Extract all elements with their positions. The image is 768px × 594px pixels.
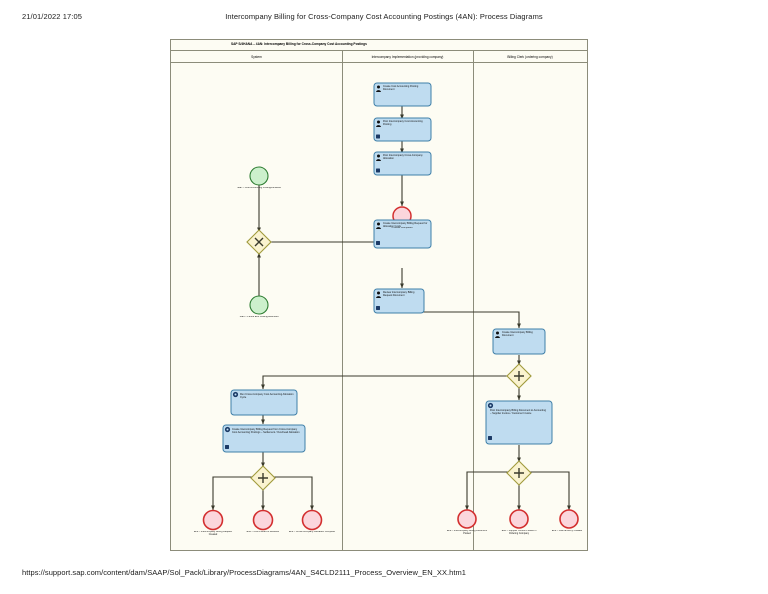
lane-header-billing-clerk: Billing Clerk (ordering company): [473, 51, 587, 63]
user-task-icon: [495, 331, 500, 338]
start-event-cost-postings[interactable]: [249, 166, 269, 186]
subprocess-marker-icon: [376, 134, 380, 139]
task-post-ic-cost-posting[interactable]: [373, 117, 432, 142]
subprocess-marker-icon: [225, 445, 229, 449]
end-event-request-created[interactable]: [202, 509, 224, 531]
lane-label-billing-clerk: Billing Clerk (ordering company): [507, 54, 553, 59]
subprocess-marker-icon: [376, 306, 380, 310]
task-create-request-from-postings[interactable]: [222, 424, 306, 453]
task-create-ic-billing-request[interactable]: [373, 219, 432, 249]
event-label: End – Journal Entry Created: [551, 530, 583, 532]
end-event-supplier-invoice-posted[interactable]: [509, 509, 529, 529]
task-run-allocation-cycle[interactable]: [230, 389, 298, 416]
subprocess-marker-icon: [376, 168, 380, 173]
lane-label-overhead-accountant: Intercompany Implementation (providing c…: [371, 54, 444, 59]
task-label: Create Cost Accounting Posting Document: [383, 85, 419, 91]
lane-divider-1: [342, 51, 343, 550]
task-label: Post Intercompany Cost Accounting Postin…: [383, 120, 423, 126]
gateway-parallel-split-right[interactable]: [506, 460, 532, 486]
lane-header-overhead-accountant: Intercompany Implementation (providing c…: [342, 51, 473, 63]
task-create-ic-billing-document[interactable]: [492, 328, 546, 355]
task-label: Create Intercompany Billing Document: [502, 331, 533, 337]
service-task-gear-icon: [487, 402, 494, 409]
task-post-ic-cross-company-allocation[interactable]: [373, 151, 432, 176]
print-footer-url: https://support.sap.com/content/dam/SAAP…: [22, 568, 467, 577]
end-event-billing-doc-posted[interactable]: [457, 509, 477, 529]
print-date: 21/01/2022 17:05: [22, 12, 82, 21]
event-label: Process Completed: [391, 227, 413, 229]
task-label: Create Intercompany Billing Request for …: [383, 222, 428, 228]
sequence-flows: [211, 106, 571, 511]
user-task-icon: [376, 154, 381, 161]
event-label: Start – Period End Closing Executed: [239, 316, 279, 318]
pool-title-bar: SAP S/4HANA – 4AN: Intercompany Billing …: [171, 40, 587, 51]
subprocess-marker-icon: [488, 436, 492, 440]
lane-divider-2: [473, 51, 474, 550]
task-label: Review Intercompany Billing Request Docu…: [383, 291, 415, 297]
event-label: Start – Cost Accounting Postings Entered: [237, 187, 281, 189]
gateway-parallel-join-right[interactable]: [506, 363, 532, 389]
user-task-icon: [376, 85, 381, 92]
service-task-gear-icon: [224, 426, 231, 433]
lane-label-system: System: [251, 54, 262, 59]
event-label: End – Cross-Company Allocation Complete: [289, 531, 335, 533]
bpmn-diagram: SAP S/4HANA – 4AN: Intercompany Billing …: [170, 39, 588, 551]
service-task-gear-icon: [232, 391, 239, 398]
print-document-title: Intercompany Billing for Cross-Company C…: [225, 12, 543, 21]
task-post-ic-billing-to-accounting[interactable]: [485, 400, 553, 445]
task-label: Create Intercompany Billing Request from…: [232, 428, 300, 434]
event-label: End – Intercompany Billing Document Post…: [447, 530, 487, 535]
subprocess-marker-icon: [376, 241, 380, 245]
print-header: 21/01/2022 17:05 Intercompany Billing fo…: [0, 12, 768, 26]
event-label: End – Cost Posted to Receiver: [246, 531, 280, 533]
end-event-allocation-complete[interactable]: [301, 509, 323, 531]
end-event-cost-posted[interactable]: [252, 509, 274, 531]
start-event-period-end[interactable]: [249, 295, 269, 315]
diagram-canvas: [202, 82, 579, 531]
task-label: Post Intercompany Billing Document to Ac…: [490, 409, 547, 415]
shape-icons: [224, 85, 500, 449]
event-label: End – Intercompany Billing Request Creat…: [193, 531, 232, 536]
end-event-journal-entry-created[interactable]: [559, 509, 579, 529]
task-label: Run Cross-Company Cost Accounting Alloca…: [240, 393, 294, 399]
user-task-icon: [376, 222, 381, 229]
task-label: Post Intercompany Cross-Company Allocati…: [383, 154, 423, 160]
gateway-exclusive-1[interactable]: [246, 229, 272, 255]
event-label: End – Supplier Invoice Posted in Orderin…: [501, 530, 537, 535]
task-create-cost-posting-doc[interactable]: [373, 82, 432, 107]
lane-header-system: System: [171, 51, 342, 63]
pool-title-text: SAP S/4HANA – 4AN: Intercompany Billing …: [231, 41, 367, 46]
user-task-icon: [376, 291, 381, 298]
task-review-ic-billing-request[interactable]: [373, 288, 425, 314]
user-task-icon: [376, 120, 381, 127]
gateway-parallel-split-left[interactable]: [250, 465, 276, 491]
